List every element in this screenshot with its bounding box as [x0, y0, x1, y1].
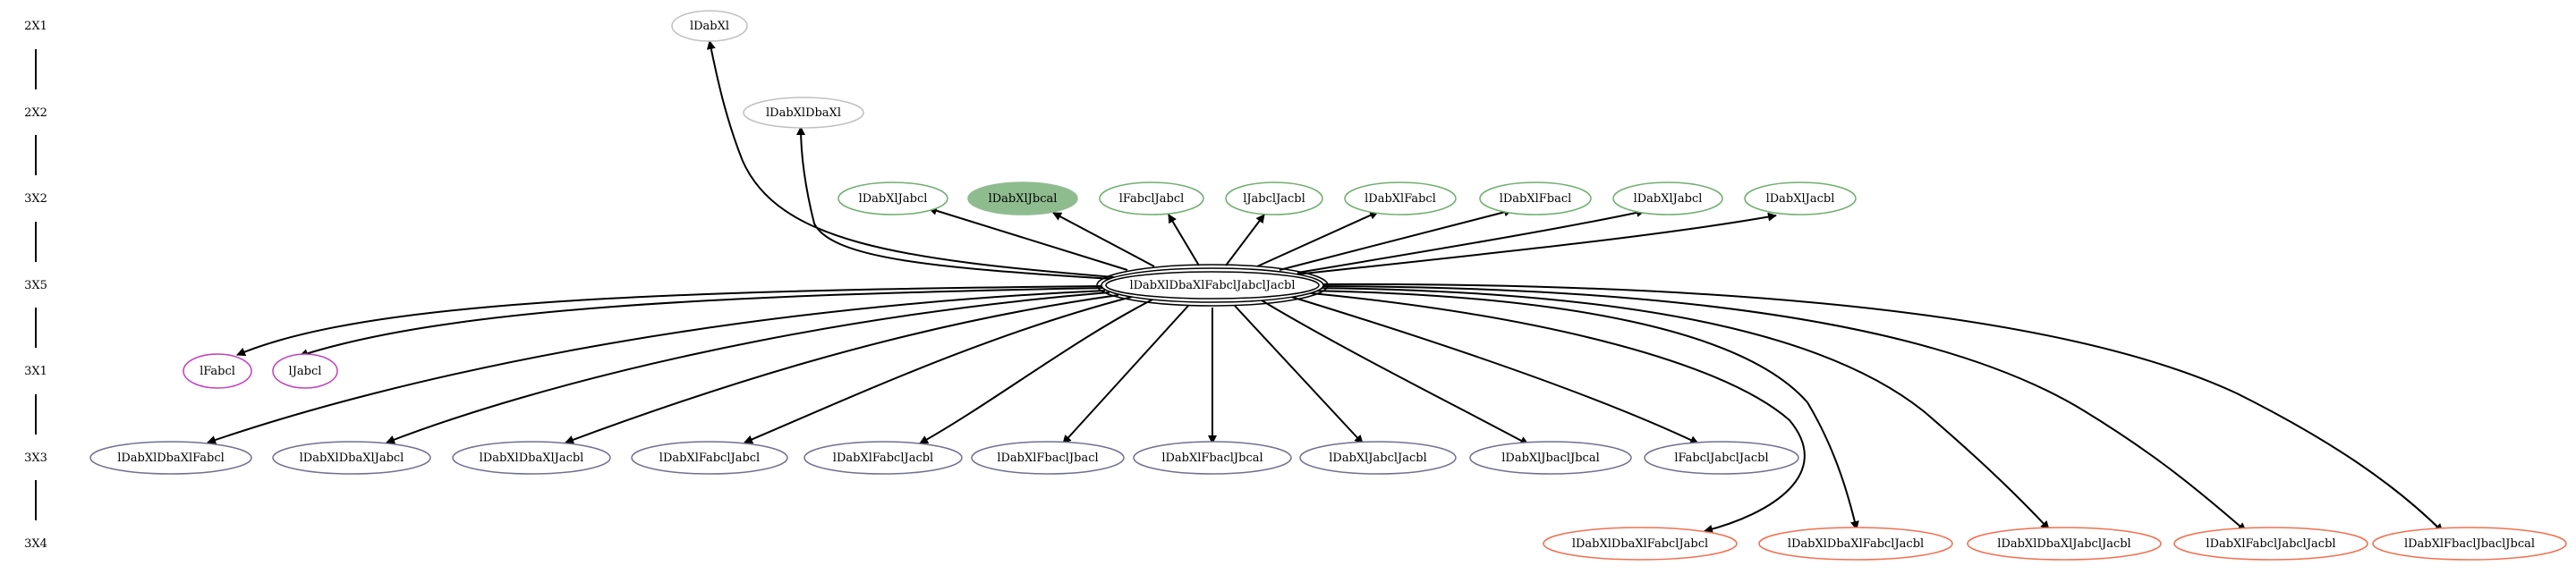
node-label: lFabclJabclJacbl: [1674, 452, 1768, 465]
rank-label: 3X1: [24, 365, 47, 378]
node-label: lDabXlFbacl: [1500, 192, 1572, 206]
node-label: lJabclJacbl: [1243, 192, 1305, 206]
edge: [1307, 287, 2050, 530]
edge: [1062, 305, 1189, 444]
node[interactable]: lDabXlJabcl: [837, 181, 948, 215]
node-label: lDabXlDbaXlFabclJabclJacbl: [1129, 279, 1295, 292]
node[interactable]: lDabXl: [671, 10, 748, 42]
edge: [1052, 212, 1155, 267]
edges: [207, 40, 2444, 534]
node[interactable]: lDabXlFabcl: [1344, 181, 1457, 215]
rank-label: 3X3: [24, 452, 47, 465]
edge: [919, 298, 1155, 444]
node-label: lDabXlDbaXlJacbl: [480, 452, 584, 465]
edge: [1234, 305, 1364, 444]
edge: [1307, 283, 2444, 533]
node-label: lDabXlFabclJabcl: [659, 452, 760, 465]
node-label: lDabXlFbaclJbacl: [997, 452, 1098, 465]
rank-label: 3X5: [24, 279, 47, 292]
node-label: lDabXlDbaXl: [766, 106, 841, 120]
node[interactable]: lDabXlFabclJabclJacbl: [2173, 527, 2368, 561]
node-label: lDabXlDbaXlFabclJacbl: [1788, 537, 1924, 551]
edge: [1288, 295, 1699, 444]
edge: [565, 294, 1119, 444]
edge: [236, 285, 1106, 357]
rank-label: 3X2: [24, 192, 47, 206]
node[interactable]: lDabXlDbaXlJabcl: [272, 441, 431, 475]
node-label: lDabXlJbcal: [989, 192, 1058, 206]
edge: [1305, 290, 1859, 530]
node-label: lDabXlFabcl: [1365, 192, 1436, 206]
edge: [1279, 212, 1777, 277]
node-label: lDabXlJabclJacbl: [1329, 452, 1427, 465]
node-label: lFabcl: [200, 365, 235, 378]
node[interactable]: lDabXlDbaXl: [743, 97, 864, 129]
edge: [386, 291, 1110, 444]
edge: [928, 206, 1128, 271]
node[interactable]: lDabXlFabclJabcl: [631, 441, 788, 475]
edge: [796, 126, 1115, 280]
node[interactable]: lFabcl: [183, 353, 252, 389]
node-label: lDabXlDbaXlFabcl: [117, 452, 225, 465]
edge: [1279, 207, 1513, 271]
node-label: lDabXlFabclJacbl: [833, 452, 933, 465]
node-label: lDabXlDbaXlJabclJacbl: [1997, 537, 2130, 551]
node[interactable]: lDabXlFabclJacbl: [803, 441, 963, 475]
node[interactable]: lJabcl: [272, 353, 338, 389]
node-label: lDabXlJbaclJbcal: [1501, 452, 1600, 465]
node[interactable]: lJabclJacbl: [1225, 181, 1323, 215]
edge: [1225, 214, 1265, 266]
edge: [299, 287, 1106, 359]
node-label: lJabcl: [289, 365, 322, 378]
node[interactable]: lDabXlJabclJacbl: [1299, 441, 1457, 475]
edge: [1261, 300, 1529, 445]
node-label: lDabXlJacbl: [1766, 192, 1835, 206]
node[interactable]: lDabXlDbaXlFabclJabcl: [1543, 527, 1738, 561]
nodes: lDabXl lDabXlDbaXl lDabXlJabcl lDabXlJbc…: [89, 10, 2567, 561]
edge: [1256, 211, 1379, 267]
node-label: lFabclJabcl: [1119, 192, 1185, 206]
node-label: lDabXl: [690, 20, 729, 33]
node[interactable]: lFabclJabclJacbl: [1644, 441, 1799, 475]
node[interactable]: lDabXlDbaXlJacbl: [452, 441, 611, 475]
node[interactable]: lDabXlJbaclJbcal: [1469, 441, 1632, 475]
node[interactable]: lFabclJabcl: [1099, 181, 1204, 215]
node-label: lDabXlDbaXlFabclJabcl: [1572, 537, 1708, 551]
edge: [744, 296, 1133, 444]
rank-label: 2X2: [24, 106, 47, 120]
node[interactable]: lDabXlJacbl: [1744, 181, 1857, 215]
edge: [706, 40, 1115, 278]
node[interactable]: lDabXlFbaclJbacl: [971, 441, 1125, 475]
edge: [1307, 285, 2247, 532]
node-label: lDabXlJabcl: [859, 192, 928, 206]
node[interactable]: lDabXlFbacl: [1479, 181, 1592, 215]
node[interactable]: lDabXlFbaclJbcal: [1133, 441, 1292, 475]
node[interactable]: lDabXlDbaXlJabclJacbl: [1967, 527, 2162, 561]
node[interactable]: lDabXlJabcl: [1612, 181, 1723, 215]
node[interactable]: lDabXlFbaclJbaclJbcal: [2372, 527, 2567, 561]
edge: [1168, 214, 1200, 266]
edge: [1301, 291, 1806, 534]
edge: [1297, 208, 1645, 274]
rank-axis: 2X1 2X2 3X2 3X5 3X1 3X3 3X4: [24, 20, 47, 551]
node[interactable]: lDabXlDbaXlFabcl: [89, 441, 252, 475]
node-center[interactable]: lDabXlDbaXlFabclJabclJacbl: [1096, 264, 1329, 307]
rank-label: 2X1: [24, 20, 47, 33]
node-label: lDabXlFabclJabclJacbl: [2206, 537, 2335, 551]
edge: [207, 290, 1106, 444]
node-label: lDabXlFbaclJbaclJbcal: [2404, 537, 2535, 551]
node-label: lDabXlDbaXlJabcl: [300, 452, 404, 465]
node[interactable]: lDabXlJbcal: [967, 181, 1078, 215]
rank-label: 3X4: [24, 537, 47, 551]
node[interactable]: lDabXlDbaXlFabclJacbl: [1758, 527, 1953, 561]
node-label: lDabXlJabcl: [1634, 192, 1703, 206]
node-label: lDabXlFbaclJbcal: [1161, 452, 1262, 465]
